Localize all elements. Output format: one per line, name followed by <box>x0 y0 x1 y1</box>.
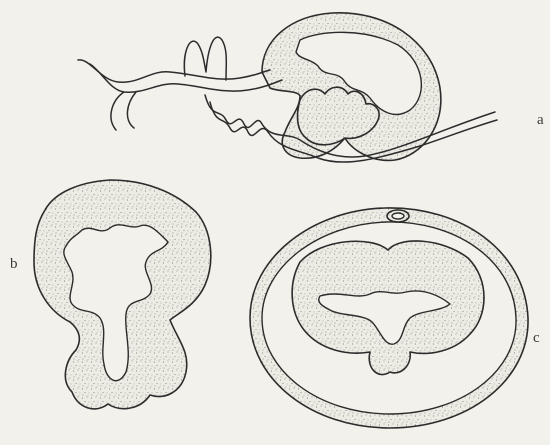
figure-label-b: b <box>10 256 18 273</box>
figure-b-drawing <box>34 180 211 409</box>
figure-a-loops <box>184 37 226 80</box>
figure-label-c: c <box>533 330 540 347</box>
figure-a-tube-lower <box>90 64 282 92</box>
figure-a-drawing <box>78 13 497 162</box>
figure-label-a: a <box>537 112 544 129</box>
figure-c-oval-lumen <box>392 213 404 219</box>
figure-a-curl <box>111 92 136 130</box>
figure-c-drawing <box>250 208 528 428</box>
figure-a-tube-upper <box>78 60 270 82</box>
